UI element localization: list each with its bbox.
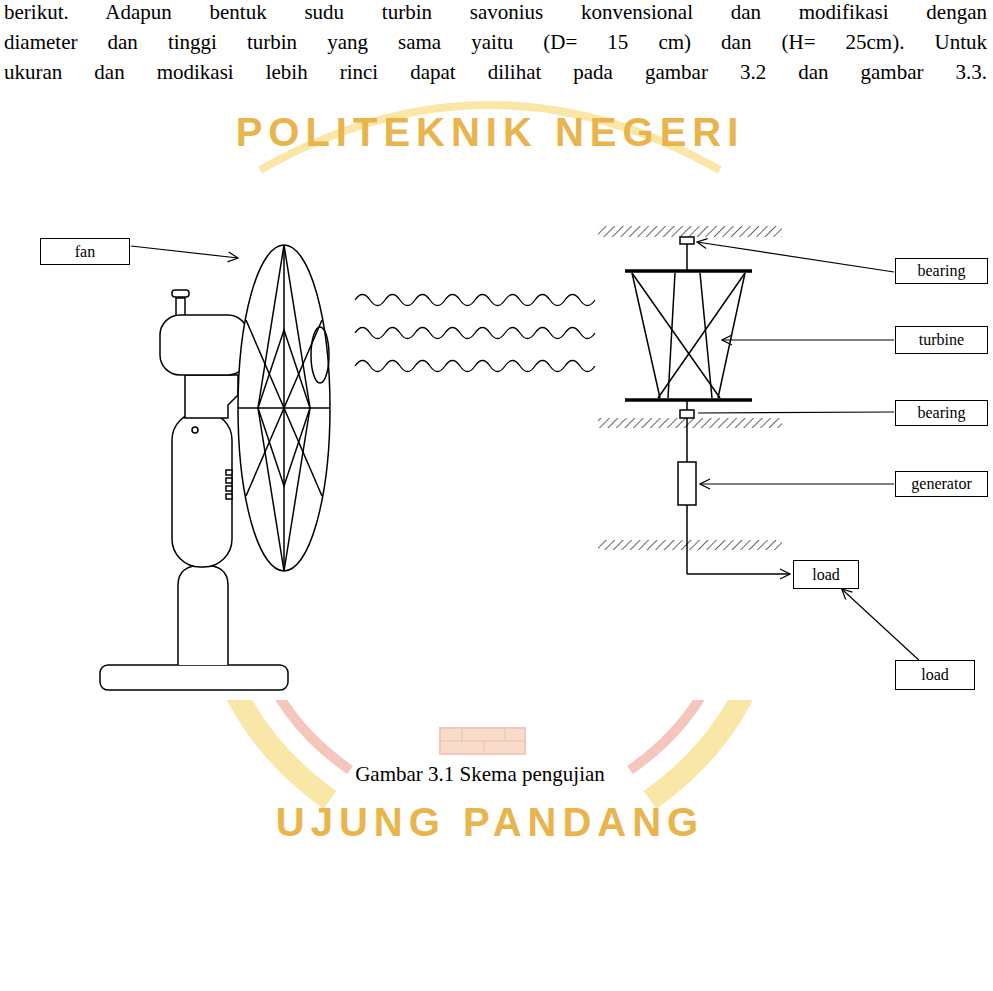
watermark-text: POLITEKNIK NEGERI: [140, 110, 840, 155]
turbine-endplate: [625, 269, 752, 273]
wind-waves: [355, 295, 595, 372]
wind-wave: [355, 295, 595, 306]
turbine-endplate: [625, 398, 752, 402]
fan-motor: [160, 315, 248, 375]
wind-wave: [355, 328, 595, 339]
fan-hub: [311, 327, 329, 383]
fan-base: [100, 665, 288, 690]
fan-button: [226, 486, 232, 491]
leader-lines: [131, 242, 894, 484]
mounting-plate: [598, 418, 782, 428]
label-box: bearing: [895, 258, 988, 284]
label-text: bearing: [918, 262, 966, 280]
label-box: turbine: [895, 326, 988, 354]
bearing-symbol: [680, 410, 694, 418]
label-text: generator: [911, 475, 971, 493]
generator-symbol: [678, 462, 696, 505]
watermark-text: UJUNG PANDANG: [240, 800, 740, 845]
fan-button: [226, 478, 232, 483]
label-box: generator: [895, 471, 988, 497]
shaft: [686, 244, 688, 270]
body-text: diameter dan tinggi turbin yang sama yai…: [4, 30, 987, 54]
leader-line: [698, 412, 894, 413]
mounting-plate: [598, 226, 782, 237]
fan-neck: [185, 375, 238, 418]
figure-caption: Gambar 3.1 Skema pengujian: [180, 762, 780, 787]
turbine-assembly: [598, 226, 790, 574]
leader-line: [697, 242, 894, 272]
label-text: load: [921, 666, 949, 684]
turbine-blades: [632, 273, 745, 398]
emblem-brick: [440, 728, 525, 754]
figure-frame: [95, 195, 880, 700]
output-wire: [687, 573, 790, 575]
label-text: fan: [75, 243, 95, 261]
label-box: bearing: [895, 400, 988, 426]
fan-pivot: [192, 427, 198, 433]
leader-line: [131, 246, 238, 258]
label-box: load: [793, 560, 859, 589]
fan-drawing: [100, 245, 330, 690]
fan-body: [172, 412, 232, 567]
emblem-brick: [440, 728, 525, 754]
wind-wave: [355, 361, 595, 372]
fan-guard-wires: [238, 245, 330, 571]
label-box: load: [895, 660, 975, 690]
label-text: bearing: [918, 404, 966, 422]
fan-button: [226, 494, 232, 499]
leader-line: [722, 339, 894, 340]
fan-guard: [238, 245, 330, 571]
fan-button: [226, 470, 232, 475]
body-text: ukuran dan modikasi lebih rinci dapat di…: [4, 60, 987, 84]
leader-line: [700, 483, 894, 484]
fan-pole: [178, 565, 228, 665]
fan-knob: [172, 290, 189, 297]
label-text: load: [812, 566, 840, 584]
mounting-plate: [598, 540, 782, 550]
bearing-symbol: [680, 237, 694, 244]
connector-arrow: [842, 589, 919, 660]
label-box: fan: [40, 238, 130, 265]
body-text: berikut. Adapun bentuk sudu turbin savon…: [4, 0, 987, 24]
label-text: turbine: [919, 331, 964, 349]
